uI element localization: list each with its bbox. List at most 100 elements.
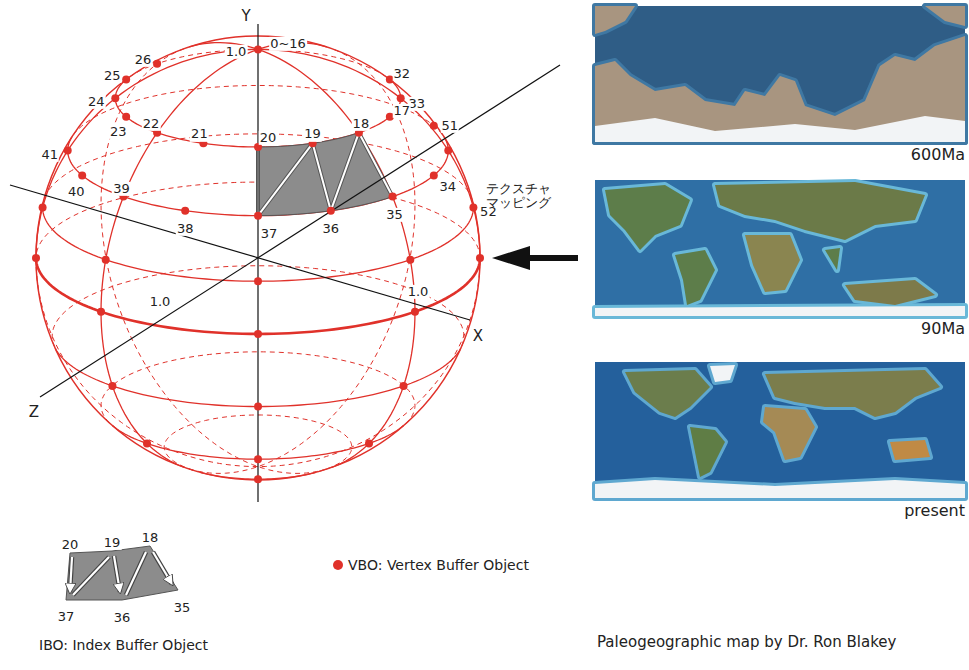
label: Z (28, 404, 40, 421)
shelf (745, 235, 800, 292)
vertex-dot (254, 277, 262, 285)
vertex-dot (254, 455, 262, 463)
vertex-dot (64, 147, 72, 155)
shelf (925, 6, 965, 26)
landmass (890, 440, 930, 460)
ocean (595, 362, 965, 498)
map-caption: present (904, 502, 965, 520)
vertex-dot (389, 193, 397, 201)
strip-edge (153, 552, 172, 584)
vertex-dot (39, 204, 47, 212)
vertex-number: 19 (103, 536, 122, 550)
landmass (595, 116, 965, 142)
vertex-number: 36 (322, 222, 341, 236)
axis (10, 185, 470, 320)
vertex-number: 21 (190, 127, 209, 141)
vertex-number: 22 (142, 117, 161, 131)
strip-edge (114, 556, 120, 592)
map-panel: present (595, 362, 965, 520)
shelf (595, 306, 965, 316)
vertex-number: 35 (173, 601, 192, 615)
paleo-map (595, 6, 965, 142)
shelf (675, 250, 715, 305)
landmass (595, 36, 965, 142)
vertex-dot (143, 439, 151, 447)
paleo-map (595, 362, 965, 498)
maps (595, 6, 965, 498)
strip-edge (126, 552, 146, 595)
ocean (595, 180, 965, 316)
strip-edge (73, 557, 109, 595)
vertex-number: 38 (176, 222, 195, 236)
label: X (472, 328, 484, 345)
quad-patch (258, 133, 393, 216)
vertex-dot (181, 207, 189, 215)
axis (257, 24, 258, 502)
vertex-dot (411, 308, 419, 316)
shelf (595, 36, 965, 142)
label: IBO: Index Buffer Object (38, 638, 209, 653)
axis (40, 65, 560, 397)
vertex-number: 18 (141, 531, 160, 545)
vertex-dot (111, 94, 119, 102)
vertex-number: 51 (441, 118, 460, 132)
vertex-number: 24 (87, 95, 106, 109)
shelf (690, 427, 725, 477)
strip-edge (73, 557, 109, 595)
strip-lines (70, 552, 172, 595)
landmass (825, 248, 840, 270)
vertex-number: 39 (112, 181, 131, 195)
vertex-number: 36 (113, 611, 132, 625)
vertex-dot (108, 382, 116, 390)
shelf (845, 280, 935, 305)
vertex-number: 20 (259, 131, 278, 145)
vertex-dot (254, 330, 262, 338)
vertex-number: 18 (352, 117, 371, 131)
vertex-dot (430, 171, 438, 179)
label: 1.0 (149, 295, 172, 309)
shelf (763, 407, 815, 460)
vertex-dot (406, 256, 414, 264)
landmass (710, 365, 735, 382)
landmass (715, 182, 925, 240)
landmass (595, 306, 965, 316)
legend-dot (333, 560, 343, 570)
shelf (710, 365, 735, 382)
label: テクスチャ マッピング (481, 182, 555, 211)
strip-edge (70, 557, 72, 592)
shelf (890, 440, 930, 460)
strip-line (258, 133, 393, 216)
landmass (595, 480, 965, 498)
meridian-back (101, 49, 327, 474)
vertex-number: 20 (61, 538, 80, 552)
ibo-inset (66, 546, 178, 600)
map-panel: 90Ma (595, 180, 965, 338)
shelf (595, 480, 965, 498)
vertex-dot (254, 403, 262, 411)
vertex-dot (153, 60, 161, 68)
strip-outline (258, 133, 393, 216)
vertex-number: 35 (385, 207, 404, 221)
vertex-number: 37 (57, 610, 76, 624)
vertex-number: 40 (67, 185, 86, 199)
shelf (595, 6, 635, 34)
vertex-dot (102, 256, 110, 264)
landmass (845, 280, 935, 305)
shelf (625, 370, 710, 417)
vertex-number: 23 (109, 125, 128, 139)
meridian-back (189, 49, 415, 474)
vertex-dot (254, 212, 262, 220)
vertex-number: 37 (260, 226, 279, 240)
landmass (763, 407, 815, 460)
landmass (745, 235, 800, 292)
mapping-arrow (492, 246, 578, 270)
vertex-dot (397, 94, 405, 102)
vertex-dot (444, 147, 452, 155)
ocean (595, 6, 965, 142)
vertex-dot (78, 171, 86, 179)
landmass (675, 250, 715, 305)
meridian (189, 43, 415, 468)
label: Y (240, 8, 251, 25)
vertex-dot (122, 76, 130, 84)
